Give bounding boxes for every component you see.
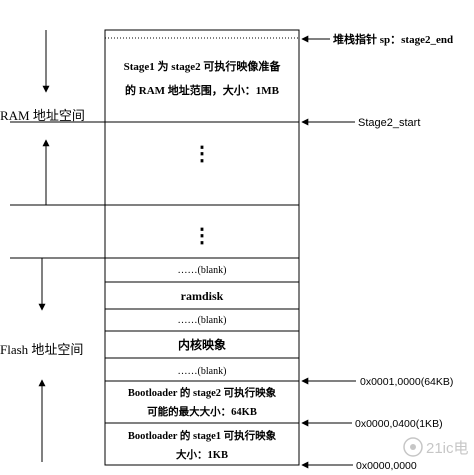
watermark-logo-dot: [410, 444, 416, 450]
ramdisk-label: ramdisk: [181, 289, 224, 303]
block-stage2: Bootloader 的 stage2 可执行映象 可能的最大大小：64KB: [128, 386, 277, 418]
stage2-line-2: 可能的最大大小：64KB: [147, 405, 257, 418]
block-dividers: [10, 121, 299, 424]
watermark: 21ic电: [403, 437, 469, 457]
stage2-start-label: Stage2_start: [358, 117, 420, 129]
pointer-labels: 堆栈指针 sp：stage2_end Stage2_start 0x0001,0…: [301, 32, 453, 472]
addr-0-label: 0x0000,0000: [356, 460, 417, 472]
stage2-line-1: Bootloader 的 stage2 可执行映象: [128, 386, 277, 399]
sp-pointer-label: 堆栈指针 sp：stage2_end: [333, 32, 453, 46]
flash-region: Flash 地址空间: [0, 258, 83, 462]
addr-64kb-label: 0x0001,0000(64KB): [360, 376, 453, 388]
ram-ellipsis: ⋮: [192, 143, 212, 165]
flash-region-label: Flash 地址空间: [0, 342, 83, 357]
blank-3-label: ……(blank): [178, 366, 227, 377]
kernel-image-label: 内核映象: [178, 337, 226, 352]
blank-2-label: ……(blank): [178, 315, 227, 326]
blank-1-label: ……(blank): [178, 265, 227, 276]
stage1-line-2: 大小：1KB: [176, 448, 228, 461]
addr-1kb-label: 0x0000,0400(1KB): [355, 418, 443, 430]
ram-top-line-2: 的 RAM 地址范围，大小：1MB: [125, 83, 280, 97]
block-ram-top: Stage1 为 stage2 可执行映像准备 的 RAM 地址范围，大小：1M…: [124, 59, 282, 97]
memory-blocks: Stage1 为 stage2 可执行映像准备 的 RAM 地址范围，大小：1M…: [124, 59, 282, 461]
watermark-logo-icon: [403, 437, 423, 457]
mid-ellipsis: ⋮: [192, 225, 212, 247]
ram-region-label: RAM 地址空间: [0, 108, 85, 123]
watermark-text: 21ic电: [426, 440, 469, 457]
ram-top-line-1: Stage1 为 stage2 可执行映像准备: [124, 59, 282, 73]
memory-column: [104, 29, 300, 466]
ram-region: RAM 地址空间: [0, 30, 85, 205]
block-stage1: Bootloader 的 stage1 可执行映象 大小：1KB: [128, 429, 277, 461]
stage1-line-1: Bootloader 的 stage1 可执行映象: [128, 429, 277, 442]
